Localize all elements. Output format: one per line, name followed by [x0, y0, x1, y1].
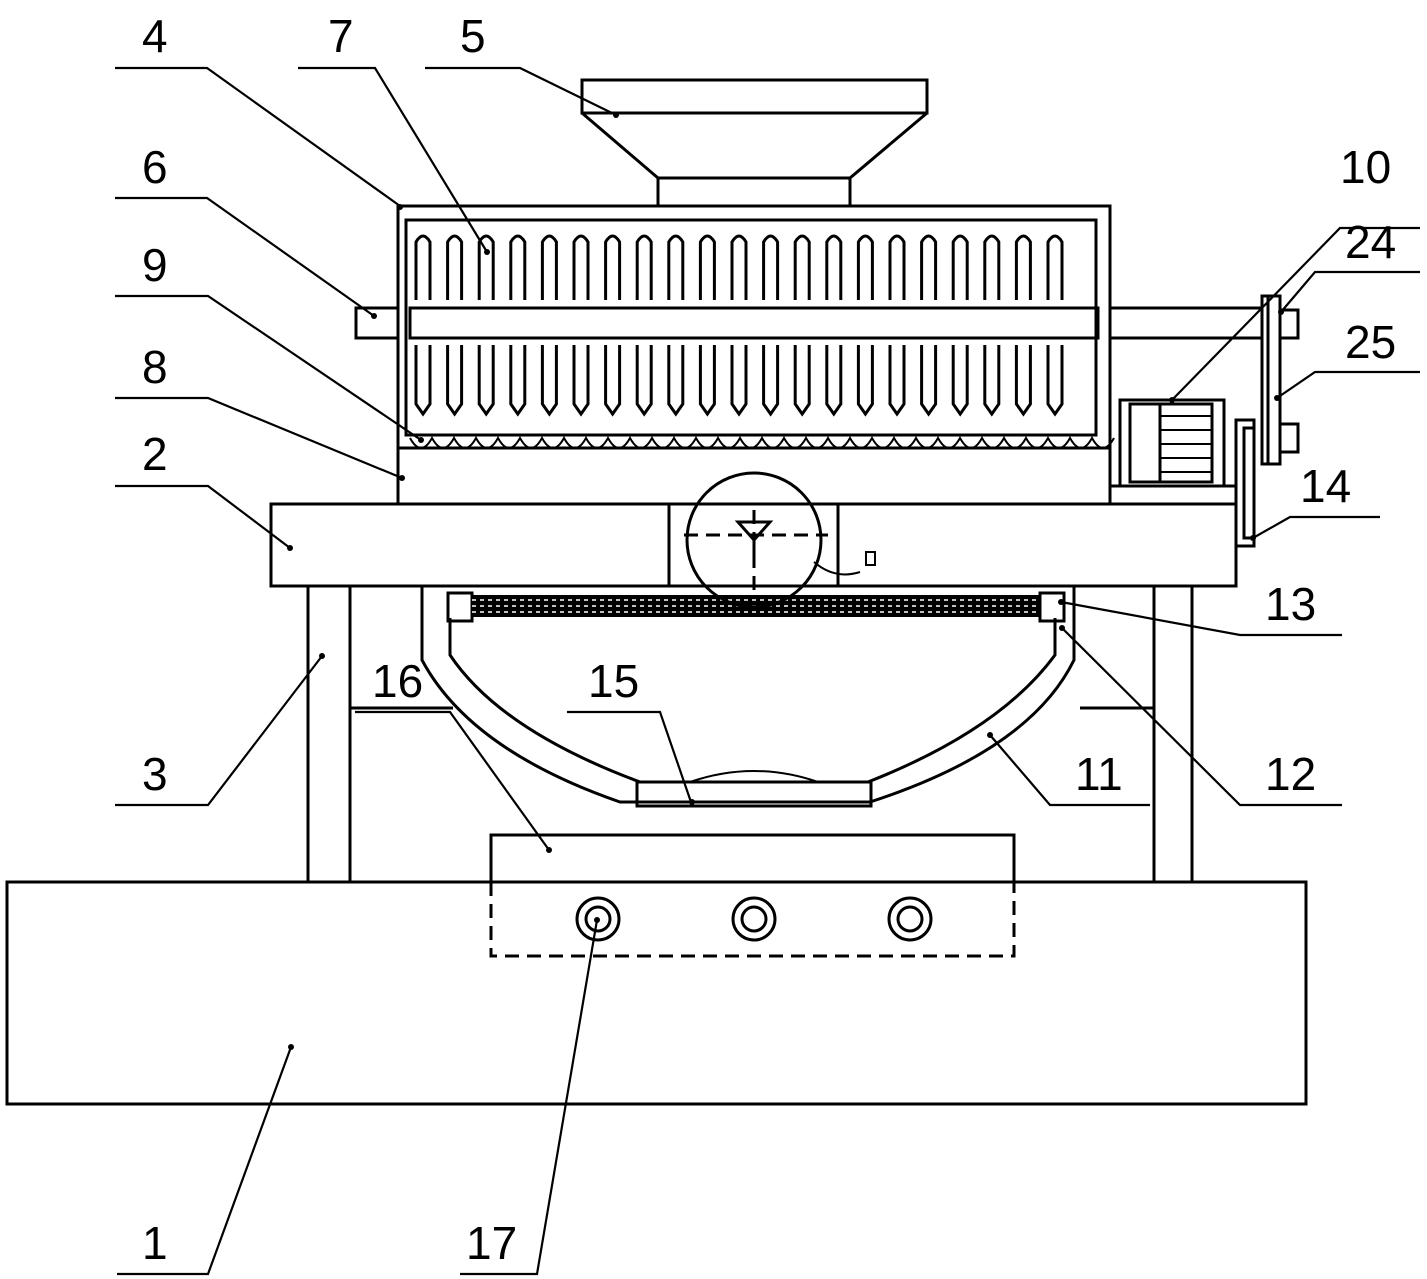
label-15: 15	[588, 655, 639, 707]
label-7: 7	[328, 10, 354, 62]
label-1: 1	[142, 1217, 168, 1269]
label-6: 6	[142, 141, 168, 193]
base-frame	[5, 880, 1308, 1106]
blade-top	[509, 234, 527, 300]
support-legs	[306, 584, 1194, 884]
leader-lines	[115, 66, 1420, 1276]
main-housing	[396, 204, 1112, 506]
blade-top	[414, 234, 432, 300]
stirring-blades-top	[414, 234, 1064, 300]
blade-bottom	[793, 345, 811, 417]
blade-bottom	[951, 345, 969, 417]
motor	[1108, 398, 1238, 506]
blade-bottom	[698, 345, 716, 417]
frying-bowl	[420, 586, 1076, 808]
detail-circle	[684, 471, 876, 609]
label-14: 14	[1300, 460, 1351, 512]
part-labels: 4 7 5 6 9 8 2 3 10 24 25 14 13 12 11 15 …	[142, 10, 1396, 1269]
label-8: 8	[142, 341, 168, 393]
label-11: 11	[1075, 748, 1123, 800]
blade-top	[762, 234, 780, 300]
blade-bottom	[477, 345, 495, 417]
blade-bottom	[825, 345, 843, 417]
label-12: 12	[1265, 748, 1316, 800]
blade-top	[825, 234, 843, 300]
blade-bottom	[509, 345, 527, 417]
blade-top	[856, 234, 874, 300]
blade-top	[572, 234, 590, 300]
pulley-system	[1234, 294, 1300, 548]
feed-hopper	[580, 78, 929, 208]
label-10: 10	[1340, 141, 1391, 193]
stirring-blades-bottom	[414, 345, 1064, 417]
blade-bottom	[414, 345, 432, 417]
blade-top	[888, 234, 906, 300]
label-5: 5	[460, 10, 486, 62]
scallop-strip	[409, 435, 1115, 449]
blade-bottom	[635, 345, 653, 417]
leader-dots	[287, 112, 1284, 1050]
blade-top	[667, 234, 685, 300]
blade-top	[540, 234, 558, 300]
label-25: 25	[1345, 316, 1396, 368]
blade-bottom	[604, 345, 622, 417]
blade-top	[730, 234, 748, 300]
blade-top	[698, 234, 716, 300]
blade-bottom	[983, 345, 1001, 417]
blade-bottom	[1046, 345, 1064, 417]
label-24: 24	[1345, 216, 1396, 268]
blade-top	[635, 234, 653, 300]
blade-top	[604, 234, 622, 300]
blade-top	[477, 234, 495, 300]
heating-block-hidden	[489, 882, 1016, 958]
label-13: 13	[1265, 578, 1316, 630]
blade-top	[1046, 234, 1064, 300]
blade-bottom	[888, 345, 906, 417]
label-2: 2	[142, 428, 168, 480]
blade-top	[983, 234, 1001, 300]
blade-bottom	[762, 345, 780, 417]
label-4: 4	[142, 10, 168, 62]
blade-bottom	[446, 345, 464, 417]
blade-bottom	[540, 345, 558, 417]
blade-bottom	[920, 345, 938, 417]
blade-bottom	[667, 345, 685, 417]
blade-bottom	[1014, 345, 1032, 417]
blade-bottom	[572, 345, 590, 417]
stirring-shaft	[354, 306, 1262, 340]
blade-top	[951, 234, 969, 300]
blade-top	[1014, 234, 1032, 300]
label-9: 9	[142, 239, 168, 291]
heating-block	[489, 833, 1016, 882]
label-17: 17	[466, 1217, 517, 1269]
blade-bottom	[856, 345, 874, 417]
label-16: 16	[372, 655, 423, 707]
control-knobs	[575, 896, 933, 942]
blade-bottom	[730, 345, 748, 417]
blade-top	[793, 234, 811, 300]
blade-top	[920, 234, 938, 300]
blade-top	[446, 234, 464, 300]
label-3: 3	[142, 748, 168, 800]
